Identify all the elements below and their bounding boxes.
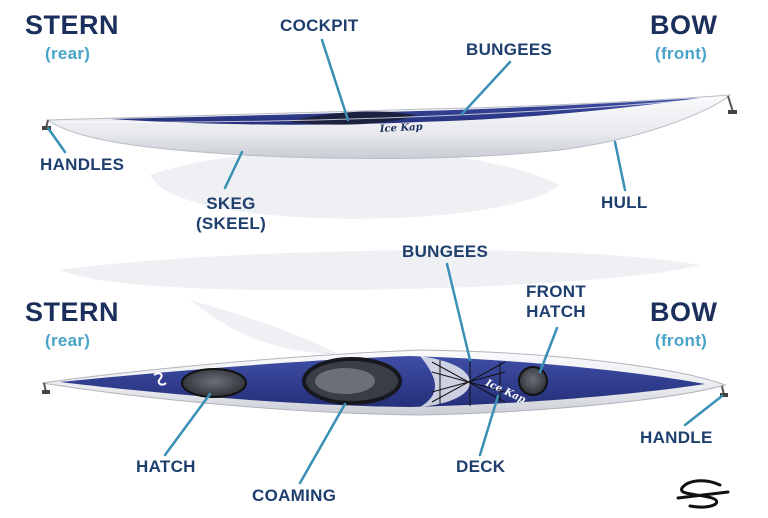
label-front-hatch: FRONT HATCH bbox=[516, 282, 596, 321]
leader-coaming bbox=[298, 402, 347, 485]
top-stern-title: STERN bbox=[25, 10, 120, 40]
bottom-stern-subtitle: (rear) bbox=[45, 331, 91, 350]
watermark-logo bbox=[60, 149, 700, 355]
logo-icon bbox=[676, 479, 730, 509]
leader-hatch bbox=[163, 392, 212, 457]
label-front-hatch-line1: FRONT bbox=[525, 282, 587, 301]
top-stern-subtitle: (rear) bbox=[45, 44, 91, 63]
label-skeg: SKEG (SKEEL) bbox=[191, 194, 271, 233]
leader-lines bbox=[46, 38, 724, 485]
top-bow-subtitle: (front) bbox=[655, 44, 708, 63]
label-bungees-bottom: BUNGEES bbox=[402, 242, 489, 261]
label-handle: HANDLE bbox=[640, 428, 713, 447]
top-kayak-deck bbox=[110, 98, 700, 125]
top-kayak-cockpit bbox=[290, 111, 415, 125]
leader-hull bbox=[613, 140, 627, 192]
label-coaming: COAMING bbox=[252, 486, 337, 505]
deck-bungees bbox=[431, 358, 506, 406]
front-hatch bbox=[518, 366, 548, 396]
leader-deck bbox=[478, 394, 500, 457]
leader-cockpit bbox=[320, 38, 350, 122]
bottom-bow-subtitle: (front) bbox=[655, 331, 708, 350]
label-bungees-top: BUNGEES bbox=[466, 40, 553, 59]
bottom-bow-title: BOW bbox=[650, 297, 718, 327]
top-bow-title: BOW bbox=[650, 10, 718, 40]
leader-bungees-bottom bbox=[445, 262, 472, 362]
label-skeg-line2: (SKEEL) bbox=[195, 213, 267, 233]
top-kayak-brand-text: Ice Kap bbox=[379, 122, 423, 135]
label-cockpit: COCKPIT bbox=[280, 16, 359, 35]
bottom-stern-title: STERN bbox=[25, 297, 120, 327]
label-deck: DECK bbox=[456, 457, 506, 476]
top-kayak-side-view bbox=[42, 94, 737, 159]
leader-handle bbox=[683, 394, 724, 427]
label-skeg-line1: SKEG bbox=[206, 194, 256, 213]
label-hatch: HATCH bbox=[136, 457, 196, 476]
bottom-kayak-top-view bbox=[41, 349, 728, 416]
leader-bungees-top bbox=[460, 60, 512, 116]
leader-handles bbox=[46, 126, 67, 154]
leader-skeg bbox=[223, 150, 244, 190]
label-front-hatch-line2: HATCH bbox=[526, 301, 586, 321]
leader-front-hatch bbox=[538, 326, 559, 374]
label-hull: HULL bbox=[601, 193, 648, 212]
rear-hatch bbox=[181, 368, 247, 398]
label-handles: HANDLES bbox=[40, 155, 125, 174]
